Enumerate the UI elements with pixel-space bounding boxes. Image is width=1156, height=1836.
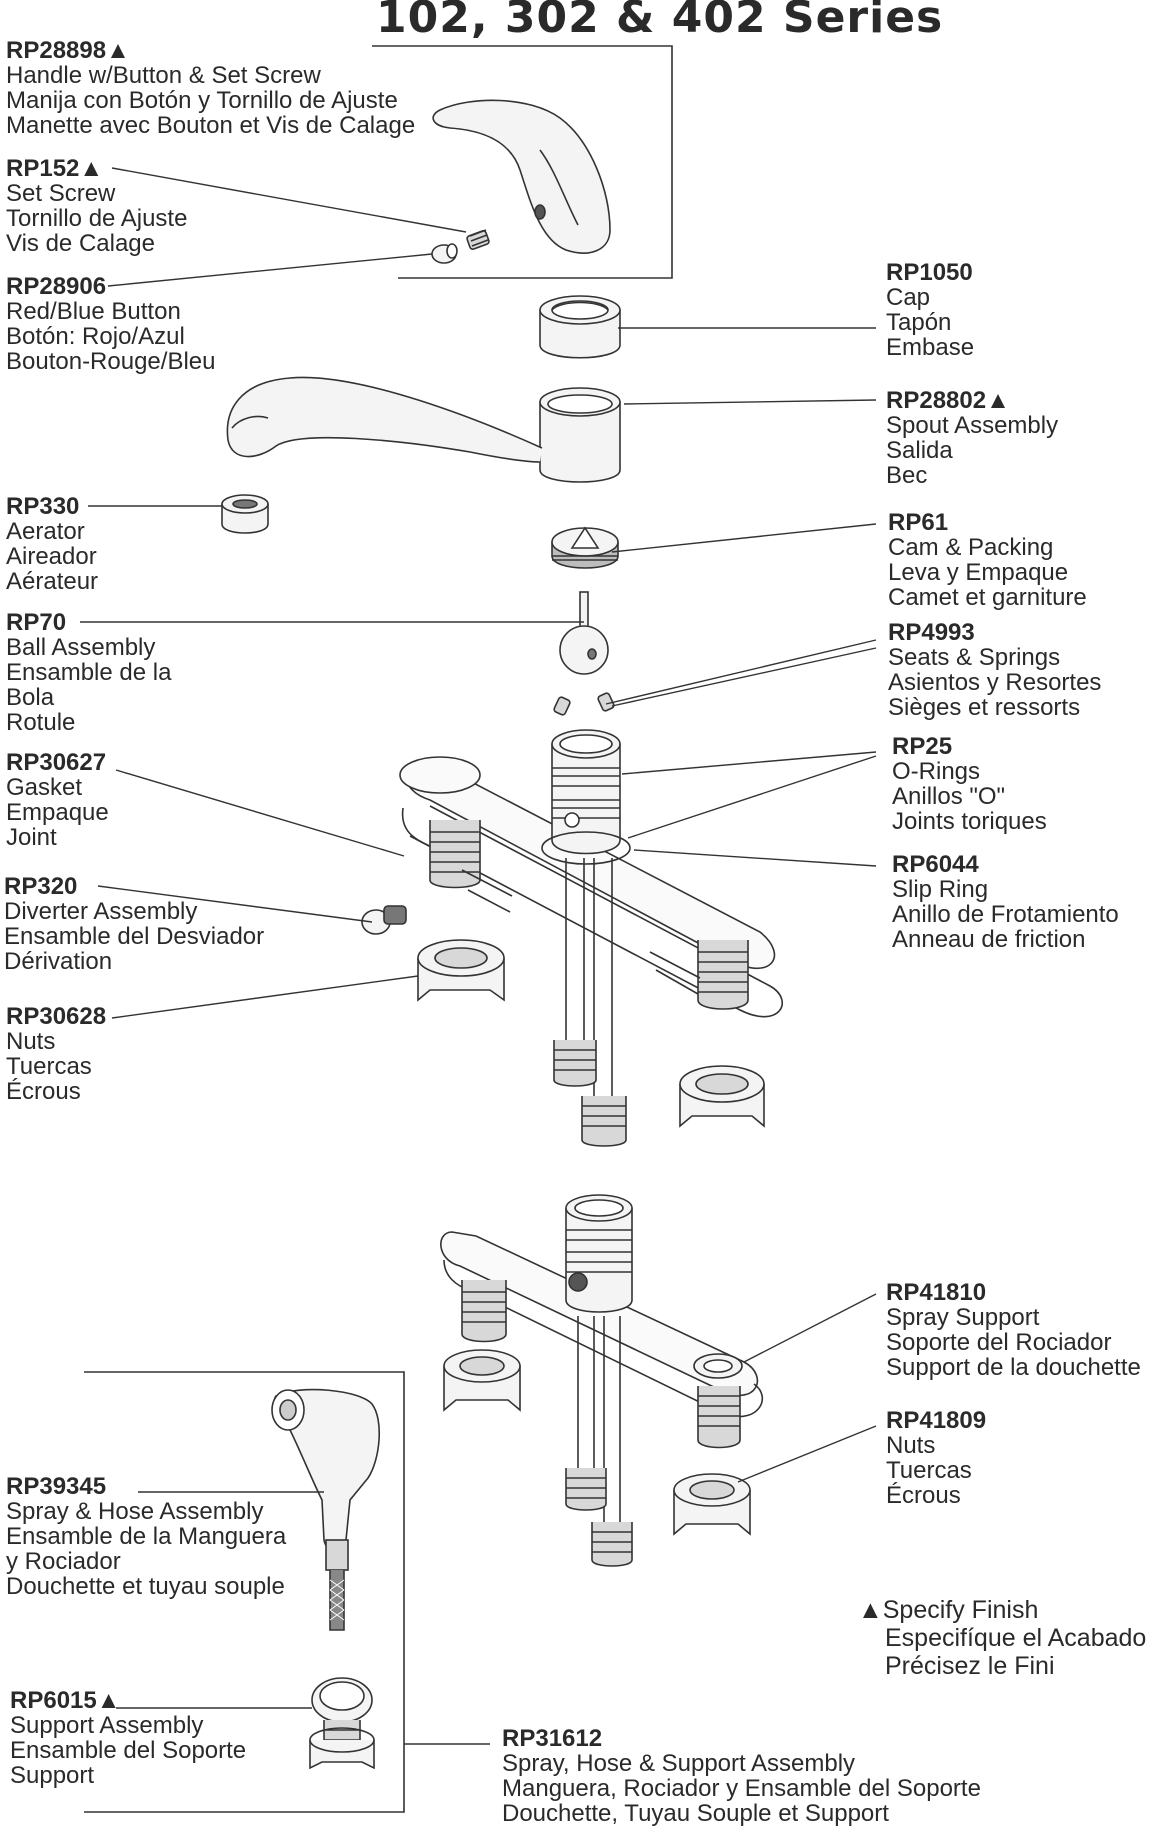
spray-support-assembly-part xyxy=(309,1677,375,1770)
part-number: RP4993 xyxy=(888,619,975,646)
spray-base-assembly-part xyxy=(440,1194,764,1567)
label-rp70: RP70 Ball Assembly Ensamble de la Bola R… xyxy=(6,609,172,736)
diverter-part xyxy=(361,905,407,935)
leader-lines xyxy=(80,167,877,1745)
part-number: RP28898▲ xyxy=(6,37,130,64)
part-number: RP61 xyxy=(888,509,949,536)
part-number: RP6044 xyxy=(892,851,979,878)
label-rp28898: RP28898▲ Handle w/Button & Set Screw Man… xyxy=(6,37,416,139)
part-number: RP6015▲ xyxy=(10,1687,121,1714)
label-rp39345: RP39345 Spray & Hose Assembly Ensamble d… xyxy=(6,1473,287,1600)
part-number: RP330 xyxy=(6,493,80,520)
label-rp61: RP61 Cam & Packing Leva y Empaque Camet … xyxy=(888,509,1087,611)
part-number: RP70 xyxy=(6,609,67,636)
upper-nut-right-part xyxy=(679,1065,765,1128)
part-number: RP25 xyxy=(892,733,953,760)
upper-nut-left-part xyxy=(417,939,505,1002)
label-rp30628: RP30628 Nuts Tuercas Écrous xyxy=(6,1003,107,1105)
aerator-part xyxy=(221,494,269,534)
cap-part xyxy=(539,295,621,359)
label-rp31612: RP31612 Spray, Hose & Support Assembly M… xyxy=(502,1725,981,1827)
part-number: RP41809 xyxy=(886,1407,987,1434)
diagram-title: 102, 302 & 402 Series xyxy=(376,0,944,43)
label-rp6015: RP6015▲ Support Assembly Ensamble del So… xyxy=(10,1687,247,1789)
part-number: RP41810 xyxy=(886,1279,987,1306)
part-number: RP320 xyxy=(4,873,78,900)
label-rp41810: RP41810 Spray Support Soporte del Rociad… xyxy=(886,1279,1141,1381)
part-number: RP152▲ xyxy=(6,155,104,182)
label-rp41809: RP41809 Nuts Tuercas Écrous xyxy=(886,1407,987,1509)
part-number: RP28802▲ xyxy=(886,387,1010,414)
valve-body-part xyxy=(399,729,783,1147)
handle-part xyxy=(432,99,611,254)
specify-finish-note: ▲Specify Finish Especifíque el Acabado P… xyxy=(858,1596,1147,1680)
label-rp4993: RP4993 Seats & Springs Asientos y Resort… xyxy=(888,619,1102,721)
part-number: RP39345 xyxy=(6,1473,107,1500)
set-screw-part xyxy=(466,229,490,250)
cam-packing-part xyxy=(551,526,619,569)
part-number: RP1050 xyxy=(886,259,973,286)
label-rp152: RP152▲ Set Screw Tornillo de Ajuste Vis … xyxy=(6,155,188,257)
spout-part xyxy=(226,376,621,483)
label-rp6044: RP6044 Slip Ring Anillo de Frotamiento A… xyxy=(892,851,1119,953)
part-number: RP30628 xyxy=(6,1003,107,1030)
label-rp25: RP25 O-Rings Anillos "O" Joints toriques xyxy=(892,733,1047,835)
lower-nut-left-part xyxy=(443,1349,521,1412)
label-rp28802: RP28802▲ Spout Assembly Salida Bec xyxy=(886,387,1059,489)
part-number: RP30627 xyxy=(6,749,107,776)
triangle-marker-icon: ▲ xyxy=(858,1596,883,1624)
label-rp330: RP330 Aerator Aireador Aérateur xyxy=(6,493,99,595)
seats-springs-part xyxy=(553,692,615,716)
label-rp320: RP320 Diverter Assembly Ensamble del Des… xyxy=(4,873,265,975)
label-rp30627: RP30627 Gasket Empaque Joint xyxy=(6,749,109,851)
label-rp28906: RP28906 Red/Blue Button Botón: Rojo/Azul… xyxy=(6,273,216,375)
ball-assembly-part xyxy=(559,591,609,675)
part-number: RP28906 xyxy=(6,273,107,300)
label-rp1050: RP1050 Cap Tapón Embase xyxy=(886,259,975,361)
lower-nut-right-part xyxy=(673,1473,751,1536)
button-part xyxy=(431,243,458,264)
spray-hose-part xyxy=(271,1388,381,1631)
part-number: RP31612 xyxy=(502,1725,603,1752)
